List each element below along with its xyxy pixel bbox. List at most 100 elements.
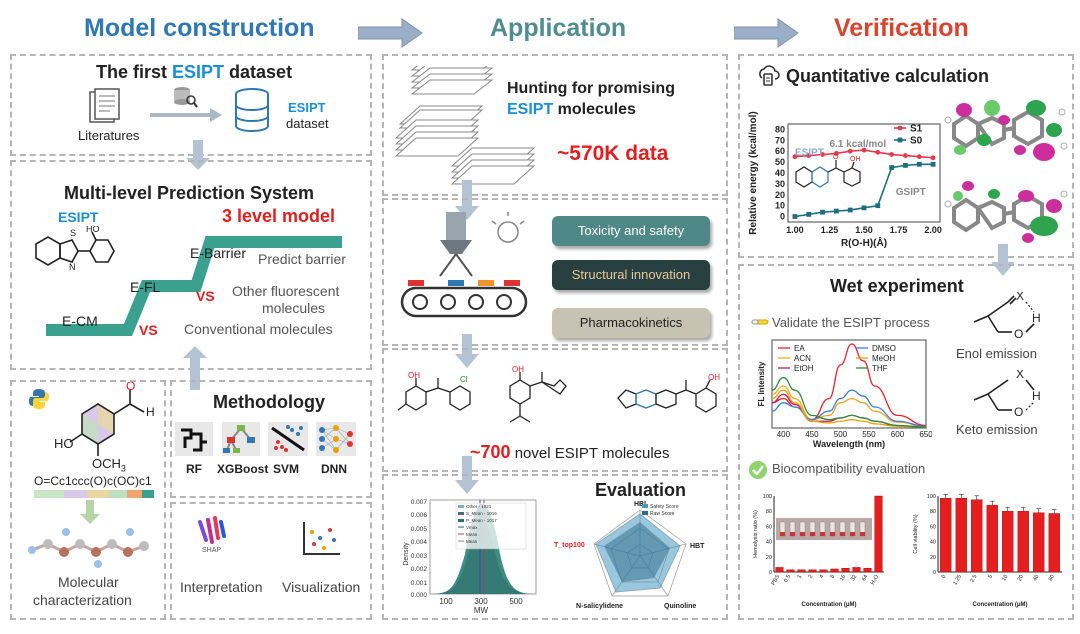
data-point-S0 <box>833 208 839 214</box>
y-axis-label: Cell viability (%) <box>913 514 919 553</box>
smiles-color-bar <box>34 490 154 498</box>
conveyor-icon <box>400 212 528 318</box>
arrow-down-icon <box>80 500 100 524</box>
y-tick-label: 70 <box>775 135 785 145</box>
series-line-MeOH <box>771 389 927 428</box>
bar <box>775 567 784 573</box>
molecule-3-icon: OH <box>617 373 720 413</box>
test-tube-icon <box>751 319 769 325</box>
bar <box>971 499 983 573</box>
svg-text:OH: OH <box>408 371 420 380</box>
shap-label: SHAP <box>202 547 222 554</box>
series-line-DMSO <box>771 389 927 427</box>
flow-arrow-icon <box>734 18 799 48</box>
conventional-label: Conventional molecules <box>184 321 333 337</box>
x-axis-label: R(O-H)(Å) <box>841 236 887 249</box>
arrow-down-icon <box>455 334 479 368</box>
x-tick-label: 32 <box>850 574 858 582</box>
keto-structure-icon: X H O <box>973 370 1041 419</box>
x-tick-label: 1.25 <box>821 225 839 235</box>
data-point-S0 <box>889 165 895 170</box>
x-tick-label: 1 <box>797 574 804 580</box>
data-point-S1 <box>903 153 908 158</box>
pharmacokinetics-button: Pharmacokinetics <box>552 308 710 338</box>
data-point-S0 <box>806 211 812 217</box>
x-tick-label: H₂O <box>870 573 881 586</box>
data-point-S1 <box>792 154 798 160</box>
y-tick-label: 40 <box>930 540 936 546</box>
y-tick-label: 100 <box>763 494 772 500</box>
bar <box>986 504 998 573</box>
arrow-right-icon <box>150 108 222 122</box>
wet-title: Wet experiment <box>830 276 964 296</box>
y-tick-label: 30 <box>775 179 785 189</box>
svg-text:X: X <box>1016 292 1024 303</box>
data-point-S1 <box>861 147 867 153</box>
xgboost-tree-icon <box>222 422 260 456</box>
quantitative-title: Quantitative calculation <box>786 66 990 86</box>
svg-text:N-salicylidene: N-salicylidene <box>576 603 623 610</box>
svg-text:Mean: Mean <box>466 532 478 537</box>
quantitative-panel <box>738 54 1074 258</box>
plot-frame <box>771 339 927 429</box>
paper-stack-icon <box>394 66 536 185</box>
x-tick-label: 8 <box>830 574 837 580</box>
bar <box>1002 511 1014 573</box>
molecule-2-icon: OH <box>509 366 567 423</box>
legend-label-EtOH: EtOH <box>794 364 814 373</box>
novel-molecules-panel <box>382 348 728 472</box>
data-point-S0 <box>916 161 922 167</box>
y-tick-label: 80 <box>930 509 936 515</box>
y-tick-label: 60 <box>930 524 936 530</box>
arrow-down-icon <box>991 244 1015 276</box>
och3-label: OCH3 <box>92 456 126 474</box>
x-tick-label: 20 <box>1017 574 1025 582</box>
x-tick-label: 64 <box>861 574 869 582</box>
svg-text:N: N <box>69 262 76 272</box>
y-tick-label: 20 <box>766 555 772 561</box>
svg-text:Mean: Mean <box>466 539 478 544</box>
svg-text:Quinoline: Quinoline <box>664 603 696 610</box>
vs-label-2: VS <box>139 322 158 338</box>
data-point-S0 <box>847 207 853 213</box>
x-tick-label: 2.5 <box>969 574 978 584</box>
structural-innovation-button: Structural innovation <box>552 260 710 290</box>
vs-label-1: VS <box>196 288 215 304</box>
literatures-label: Literatures <box>78 128 140 143</box>
x-tick-label: 1.50 <box>855 225 873 235</box>
y-tick-label: 60 <box>775 146 785 156</box>
radar-chart: HBI HBT Quinoline N-salicylidene T_top10… <box>554 501 705 610</box>
y-tick-label: 0 <box>769 570 772 576</box>
svg-text:HO: HO <box>86 226 100 234</box>
plot-frame <box>787 123 941 223</box>
dataset-panel <box>10 54 372 156</box>
arrow-down-icon <box>455 180 479 220</box>
visualization-label: Visualization <box>282 579 361 595</box>
gsipt-annotation: GSIPT <box>896 187 926 198</box>
svg-text:0.003: 0.003 <box>411 553 428 560</box>
enol-structure-icon: X H O <box>973 292 1041 341</box>
svg-text:MW: MW <box>474 606 489 614</box>
x-tick-label: 600 <box>891 430 905 439</box>
svg-text:0.007: 0.007 <box>411 499 428 506</box>
series-line-THF <box>771 376 927 428</box>
esipt-annotation: ESIPT <box>795 148 824 159</box>
mol-char-label-2: characterization <box>33 592 132 608</box>
y-tick-label: 20 <box>930 555 936 561</box>
bar <box>874 495 883 573</box>
hunting-panel <box>382 54 728 196</box>
data-point-S1 <box>806 153 812 158</box>
data-point-S0 <box>820 209 825 215</box>
series-line-EA <box>771 343 927 427</box>
svg-text:S: S <box>70 228 76 238</box>
check-circle-icon <box>749 461 767 479</box>
literature-icon <box>89 88 120 123</box>
esipt-label: ESIPT <box>58 209 99 225</box>
interpretation-panel <box>170 502 372 620</box>
svg-text:OH: OH <box>512 366 524 374</box>
y-tick-label: 100 <box>927 494 936 500</box>
molecules-label: molecules <box>262 300 326 316</box>
hydroxyl-label: OH <box>850 156 861 163</box>
legend-label-DMSO: DMSO <box>872 344 896 353</box>
bar <box>841 567 850 573</box>
